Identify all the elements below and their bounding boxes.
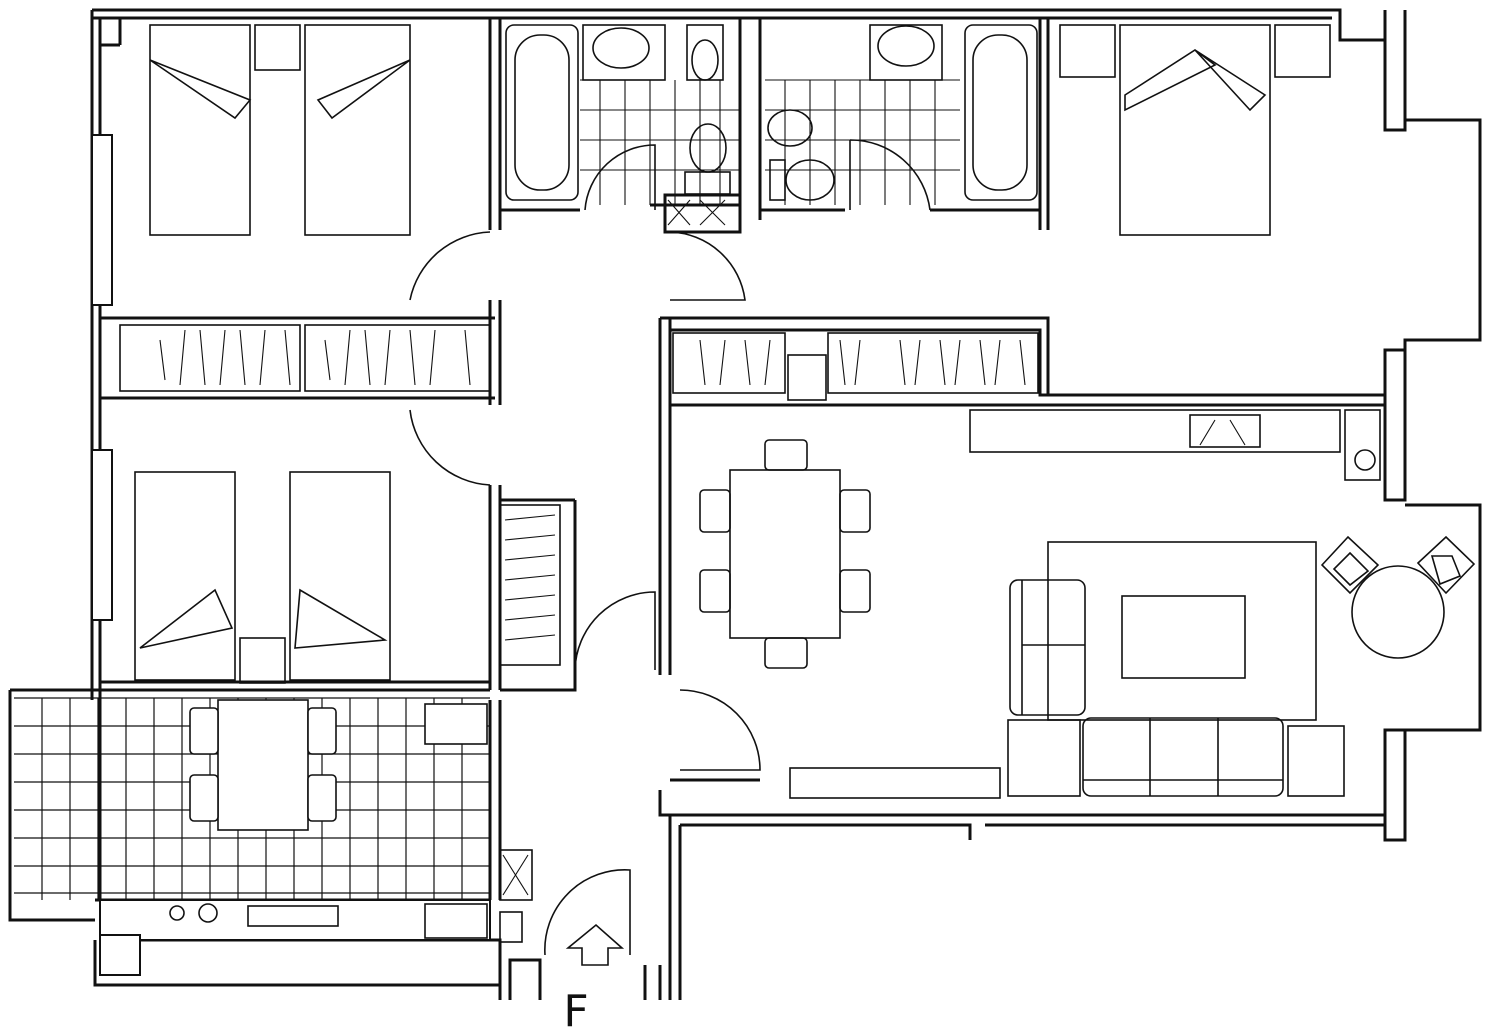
bedroom-2 <box>134 471 391 684</box>
bed-icon <box>289 471 391 681</box>
entrance: F <box>563 923 625 1034</box>
bathtub-icon <box>505 24 579 201</box>
entrance-door-swing-icon <box>544 869 631 956</box>
bed-icon <box>134 471 236 681</box>
wardrobe-icon <box>499 504 561 666</box>
kitchen-table-icon <box>217 699 309 831</box>
sofa-icon <box>1009 579 1086 716</box>
door-swing-icon <box>669 231 746 301</box>
boiler-icon <box>499 849 533 901</box>
door-swing-icon <box>574 591 656 671</box>
toilet-icon <box>785 159 835 201</box>
living-dining-room <box>699 409 1476 799</box>
exterior-walls <box>90 8 1482 1000</box>
bed-icon <box>304 24 411 236</box>
door-swing-icon <box>849 139 931 211</box>
entrance-label: F <box>563 986 588 1034</box>
nightstand-icon <box>1059 24 1116 78</box>
bidet-icon <box>689 123 727 173</box>
wardrobe-icon <box>304 324 491 392</box>
door-swing-icon <box>409 231 491 301</box>
chair-icon <box>1416 535 1476 595</box>
kitchen-sink-icon <box>247 905 339 927</box>
master-bedroom <box>672 24 1331 401</box>
fridge-icon <box>424 903 488 939</box>
armchair-icon <box>1007 719 1081 797</box>
door-swing-icon <box>409 409 491 486</box>
side-table-icon <box>1287 725 1345 797</box>
wardrobe-icon <box>119 324 301 392</box>
nightstand-icon <box>1274 24 1331 78</box>
bathroom-1 <box>505 24 740 226</box>
door-swing-icon <box>584 144 656 211</box>
tv-cabinet-icon <box>789 767 1001 799</box>
bed-icon <box>1119 24 1271 236</box>
round-table-icon <box>1351 565 1445 659</box>
rug-icon <box>1047 541 1317 721</box>
door-swing-icon <box>679 689 761 771</box>
dining-table-icon <box>729 469 841 639</box>
bathtub-icon <box>964 24 1038 201</box>
bidet-icon <box>767 109 813 147</box>
wardrobe-icon <box>827 332 1039 394</box>
kitchen <box>14 697 533 976</box>
cooktop-icon <box>169 905 185 921</box>
nightstand-icon <box>254 24 301 71</box>
sofa-icon <box>1082 717 1284 797</box>
coffee-table-icon <box>1121 595 1246 679</box>
wardrobe-icon <box>672 332 786 394</box>
sink-icon <box>869 24 943 81</box>
chair-icon <box>1320 535 1380 595</box>
bedroom-1 <box>119 24 491 392</box>
entrance-arrow-icon <box>565 923 625 966</box>
bed-icon <box>149 24 251 236</box>
door-swings <box>409 139 931 956</box>
window-left-lower <box>91 449 113 621</box>
sideboard-icon <box>969 409 1341 453</box>
hall-wardrobe <box>499 504 561 666</box>
window-left-upper <box>91 134 113 306</box>
sink-icon <box>582 24 666 81</box>
nightstand-icon <box>239 637 286 684</box>
bathroom-2 <box>765 24 1038 205</box>
